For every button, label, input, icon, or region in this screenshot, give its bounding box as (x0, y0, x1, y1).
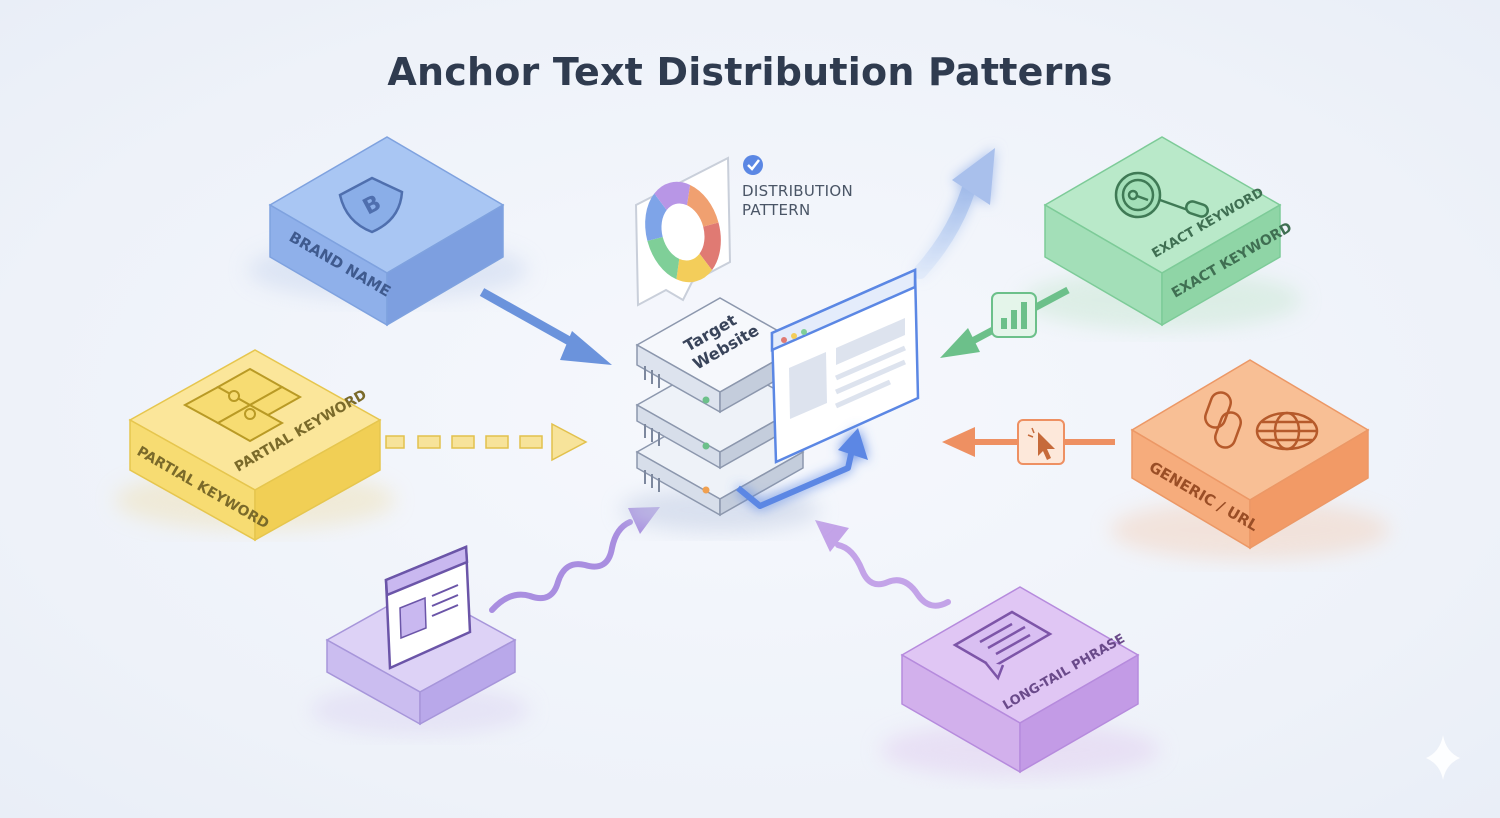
partial-keyword-block (115, 349, 395, 542)
donut-chart-icon (645, 181, 721, 283)
distribution-label-line1: DISTRIBUTION (742, 182, 853, 200)
check-badge-icon (743, 155, 763, 175)
exact-arrow (940, 286, 1070, 358)
sparkle-icon (1426, 735, 1460, 780)
key-magnifier-icon (1114, 171, 1210, 219)
distribution-pattern-card (634, 155, 763, 307)
generic-arrow (942, 419, 1115, 465)
distribution-label-line2: PATTERN (742, 201, 811, 219)
cursor-click-icon (1017, 419, 1065, 465)
distribution-pattern-label: DISTRIBUTION PATTERN (742, 182, 882, 220)
exact-keyword-block (1022, 136, 1302, 330)
browser-window-icon (384, 545, 472, 670)
generic-url-block (1110, 359, 1390, 560)
browser-arrow (489, 507, 660, 613)
bar-chart-icon (991, 292, 1037, 338)
long-tail-arrow (815, 520, 951, 609)
puzzle-icon (182, 367, 303, 443)
outbound-arrow (913, 148, 995, 279)
brand-name-block: B (248, 136, 528, 327)
page-title: Anchor Text Distribution Patterns (387, 50, 1113, 94)
target-web-page (770, 268, 920, 464)
link-globe-icon (1204, 391, 1319, 451)
partial-arrow (385, 422, 588, 462)
browser-block (310, 545, 530, 735)
chat-bubble-icon (952, 610, 1053, 681)
long-tail-phrase-block (880, 586, 1160, 778)
internal-link-arrow (736, 428, 868, 509)
shield-b-icon: B (338, 176, 404, 234)
brand-arrow (479, 288, 612, 365)
